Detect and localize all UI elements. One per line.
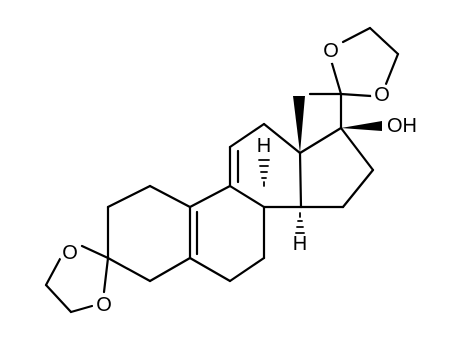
hydrogen-lower-label: H xyxy=(293,233,307,255)
hydroxyl-label: OH xyxy=(387,115,417,137)
oxygen-top-right-label: O xyxy=(374,84,390,106)
atom-labels: O O OH H H O O xyxy=(59,40,417,316)
oxygen-bottom-right-label: O xyxy=(96,294,112,316)
lower-dioxolane-ring xyxy=(44,244,110,314)
a-ring xyxy=(106,184,192,283)
c-ring xyxy=(228,122,303,209)
hydrogen-upper-label: H xyxy=(257,135,271,157)
stereo-bonds xyxy=(258,96,382,234)
upper-dioxolane-ring xyxy=(308,26,400,98)
b-ring xyxy=(188,184,266,283)
oxygen-top-left-label: O xyxy=(323,40,339,62)
oxygen-bottom-left-label: O xyxy=(62,242,78,264)
d-ring xyxy=(298,92,375,209)
